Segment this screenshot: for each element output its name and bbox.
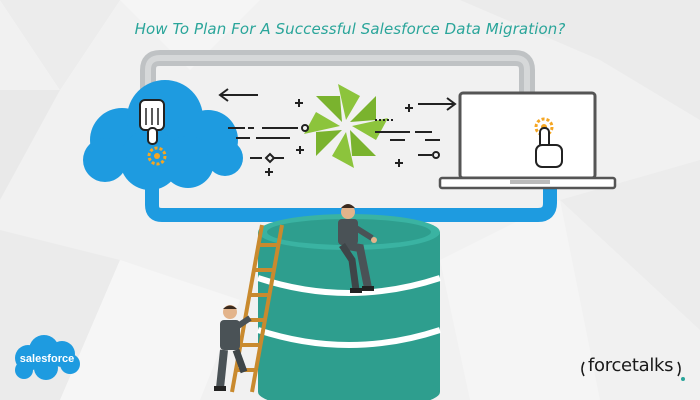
arrow-right-icon [418, 97, 457, 111]
laptop-icon [438, 91, 617, 190]
pointing-hand-icon [535, 127, 563, 168]
salesforce-logo: salesforce [15, 335, 80, 380]
businessman-icon [338, 204, 377, 293]
transfer-symbols-left [228, 99, 309, 176]
forcetalks-logo: forcetalks [578, 352, 688, 386]
pinwheel-icon [304, 84, 388, 168]
forcetalks-logo-text: forcetalks [588, 355, 674, 376]
gear-icon [147, 146, 167, 166]
arrow-left-icon [218, 88, 258, 102]
salesforce-logo-text: salesforce [20, 353, 74, 365]
businessman-icon [214, 305, 252, 391]
transfer-symbols-right [375, 104, 440, 167]
pointing-hand-icon [139, 99, 165, 145]
cloud-icon [83, 80, 243, 190]
page-title: How To Plan For A Successful Salesforce … [134, 20, 566, 38]
